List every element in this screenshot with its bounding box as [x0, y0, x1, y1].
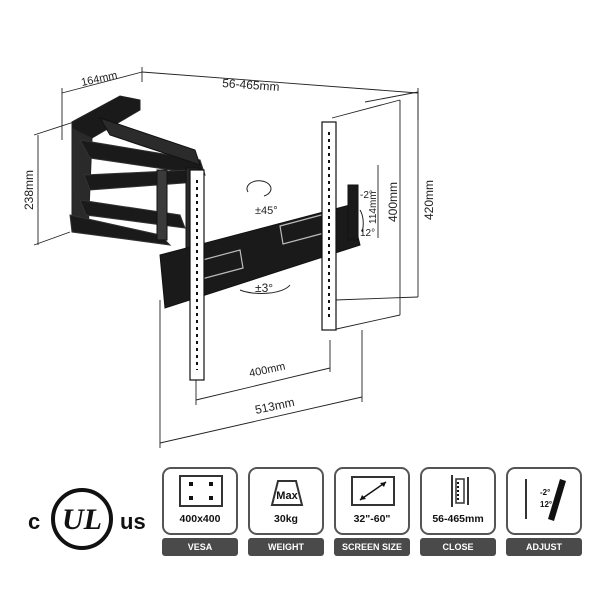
dim-arm-height: 238mm [22, 170, 36, 210]
dim-tilt-offset: 114mm [368, 191, 379, 224]
screen-diagonal-icon [351, 476, 395, 506]
wall-arm-assembly [69, 95, 206, 249]
ul-mark-text: UL [62, 503, 102, 536]
wall-distance-icon [451, 475, 469, 507]
vesa-holes-icon [179, 475, 223, 507]
badge-label: VESA [162, 538, 238, 556]
tilt-up-label: -2° [540, 488, 550, 497]
badge-vesa: 400x400 VESA [162, 467, 238, 557]
rotation-arrows [239, 180, 364, 295]
dimension-lines [33, 67, 419, 448]
dim-rotate: ±3° [255, 281, 273, 295]
badge-value: 30kg [274, 513, 298, 525]
badge-value: 32"-60" [353, 513, 391, 525]
badge-label: WEIGHT [248, 538, 324, 556]
dim-tilt-up: -2° [360, 190, 373, 201]
dim-depth: 164mm [80, 70, 118, 89]
badge-screen-size: 32"-60" SCREEN SIZE [334, 467, 410, 557]
dim-swivel: ±45° [255, 205, 278, 217]
tv-plate [159, 121, 361, 381]
badge-adjust: -2° 12° ADJUST [506, 467, 582, 557]
cert-c: c [28, 509, 41, 534]
badge-label: CLOSE [420, 538, 496, 556]
badge-weight: Max 30kg WEIGHT [248, 467, 324, 557]
dim-plate-height: 420mm [422, 180, 436, 220]
mount-technical-drawing: 164mm 56-465mm 238mm 420mm 400mm 114mm -… [22, 67, 436, 448]
badge-close: 56-465mm CLOSE [420, 467, 496, 557]
tilt-adjust-icon: -2° 12° [525, 479, 566, 521]
feature-badges: 400x400 VESA Max 30kg WEIGHT 32"-60" SCR… [162, 467, 582, 559]
tilt-down-label: 12° [540, 500, 552, 509]
ul-logo-icon: UL [51, 488, 113, 550]
cert-us: us [120, 509, 146, 534]
badge-value: 56-465mm [432, 513, 484, 525]
dim-vesa-height: 400mm [386, 182, 400, 222]
weight-icon: Max [270, 480, 304, 506]
badge-label: ADJUST [506, 538, 582, 556]
ul-certification-mark: c UL us [28, 487, 148, 557]
dim-vesa-width: 400mm [248, 361, 286, 380]
badge-label: SCREEN SIZE [334, 538, 410, 556]
badge-value: 400x400 [179, 513, 221, 525]
weight-icon-text: Max [276, 490, 298, 502]
dim-tilt-down: 12° [360, 228, 375, 239]
dim-extension: 56-465mm [222, 76, 280, 94]
